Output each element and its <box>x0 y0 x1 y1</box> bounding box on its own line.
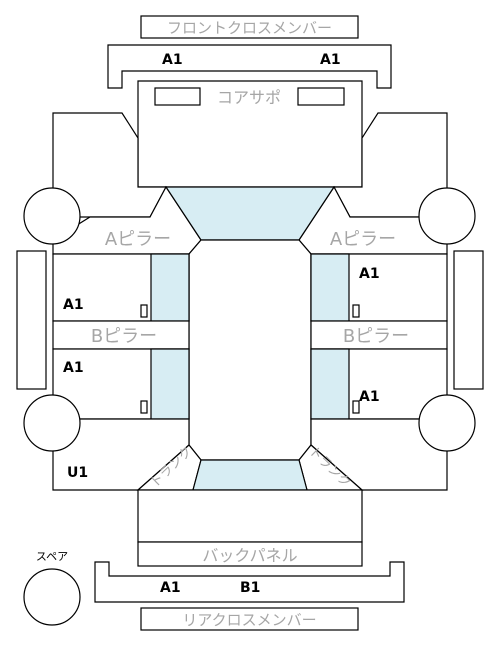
right-side-skirt[interactable] <box>453 250 484 390</box>
rear-left-door-handle[interactable] <box>140 400 148 414</box>
front-cross-member-box[interactable] <box>140 15 359 39</box>
front-left-door-handle[interactable] <box>140 304 148 318</box>
code-upper-left: A1 <box>63 297 84 313</box>
a-pillar-right-label: Aピラー <box>330 229 396 250</box>
b-pillar-right-label: Bピラー <box>343 326 409 347</box>
a-pillar-left-label: Aピラー <box>105 229 171 250</box>
rear-cross-member[interactable] <box>94 561 405 603</box>
front-cross-member-label: フロントクロスメンバー <box>167 19 332 37</box>
front-cross-member[interactable] <box>107 44 392 89</box>
front-right-wheel[interactable] <box>418 187 476 245</box>
spare-tire[interactable] <box>23 568 81 626</box>
code-lower-right: A1 <box>359 389 380 405</box>
code-lower-left: A1 <box>63 360 84 376</box>
trunk-lid[interactable] <box>137 489 363 543</box>
left-side-skirt[interactable] <box>16 250 47 390</box>
code-rear-left: A1 <box>160 580 181 596</box>
b-pillar-left-label: Bピラー <box>91 326 157 347</box>
code-rear-right: B1 <box>240 580 260 596</box>
back-panel-label: バックパネル <box>202 546 297 565</box>
code-rear-left-corner: U1 <box>67 465 88 481</box>
front-left-window[interactable] <box>150 253 190 322</box>
rear-right-wheel[interactable] <box>418 394 476 452</box>
front-right-window[interactable] <box>310 253 350 322</box>
front-left-wheel[interactable] <box>23 187 81 245</box>
core-support-label: コアサポ <box>217 88 281 107</box>
rear-left-window[interactable] <box>150 348 190 420</box>
spare-label: スペア <box>36 550 68 563</box>
rear-left-wheel[interactable] <box>23 394 81 452</box>
core-support-left-box[interactable] <box>154 87 201 106</box>
core-support-right-box[interactable] <box>297 87 345 106</box>
code-upper-right: A1 <box>359 266 380 282</box>
b-pillar-left[interactable] <box>52 320 190 350</box>
front-right-door-handle[interactable] <box>352 304 360 318</box>
rear-window[interactable] <box>192 459 308 491</box>
rear-cross-member-label: リアクロスメンバー <box>182 611 316 629</box>
rear-right-window[interactable] <box>310 348 350 420</box>
roof-panel[interactable] <box>188 239 312 461</box>
rear-right-door-handle[interactable] <box>352 400 360 414</box>
rear-cross-member-box[interactable] <box>140 607 359 631</box>
code-front-left: A1 <box>162 52 183 68</box>
back-panel[interactable] <box>137 541 363 567</box>
code-front-right: A1 <box>320 52 341 68</box>
